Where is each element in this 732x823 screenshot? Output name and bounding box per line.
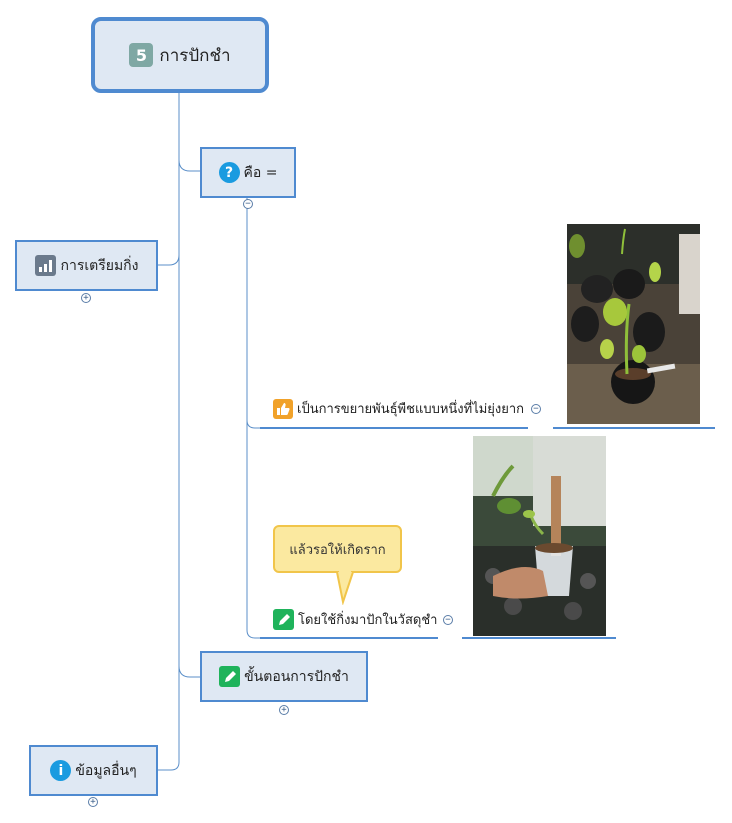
topic-preparation-label: การเตรียมกิ่ง bbox=[60, 257, 139, 274]
subtopic-easy-propagation-label: เป็นการขยายพันธุ์พืชแบบหนึ่งที่ไม่ยุ่งยา… bbox=[297, 402, 525, 417]
topic-steps[interactable]: ขั้นตอนการปักชำ bbox=[200, 651, 368, 702]
topic-steps-label: ขั้นตอนการปักชำ bbox=[244, 668, 349, 685]
collapse-toggle[interactable]: − bbox=[243, 199, 253, 209]
pencil-icon bbox=[219, 666, 241, 687]
callout-text: แล้วรอให้เกิดราก bbox=[289, 542, 386, 558]
expand-toggle[interactable]: + bbox=[88, 797, 98, 807]
root-title: การปักชำ bbox=[159, 45, 231, 66]
subtopic-easy-propagation[interactable]: เป็นการขยายพันธุ์พืชแบบหนึ่งที่ไม่ยุ่งยา… bbox=[273, 398, 524, 419]
pencil-icon bbox=[273, 609, 294, 630]
topic-other-info[interactable]: i ข้อมูลอื่นๆ bbox=[29, 745, 158, 796]
cutting-photo bbox=[473, 436, 606, 636]
subtopic-use-cuttings[interactable]: โดยใช้กิ่งมาปักในวัสดุชำ bbox=[273, 609, 437, 630]
subtopic-use-cuttings-label: โดยใช้กิ่งมาปักในวัสดุชำ bbox=[298, 613, 438, 628]
bar-chart-icon bbox=[34, 255, 56, 276]
info-icon: i bbox=[50, 760, 72, 781]
collapse-toggle[interactable]: − bbox=[443, 615, 453, 625]
topic-preparation[interactable]: การเตรียมกิ่ง bbox=[15, 240, 158, 291]
expand-toggle[interactable]: + bbox=[279, 705, 289, 715]
root-topic[interactable]: 5 การปักชำ bbox=[91, 17, 269, 93]
topic-other-info-label: ข้อมูลอื่นๆ bbox=[75, 762, 137, 779]
callout-pointer bbox=[336, 571, 354, 605]
question-icon: ? bbox=[218, 162, 240, 183]
topic-definition-label: คือ = bbox=[243, 164, 278, 181]
collapse-toggle[interactable]: − bbox=[531, 404, 541, 414]
priority-badge: 5 bbox=[129, 43, 154, 67]
expand-toggle[interactable]: + bbox=[81, 293, 91, 303]
thumbs-up-icon bbox=[273, 398, 293, 419]
seedlings-photo bbox=[567, 224, 700, 424]
callout-wait-roots[interactable]: แล้วรอให้เกิดราก bbox=[273, 525, 402, 573]
topic-definition[interactable]: ? คือ = bbox=[200, 147, 296, 198]
